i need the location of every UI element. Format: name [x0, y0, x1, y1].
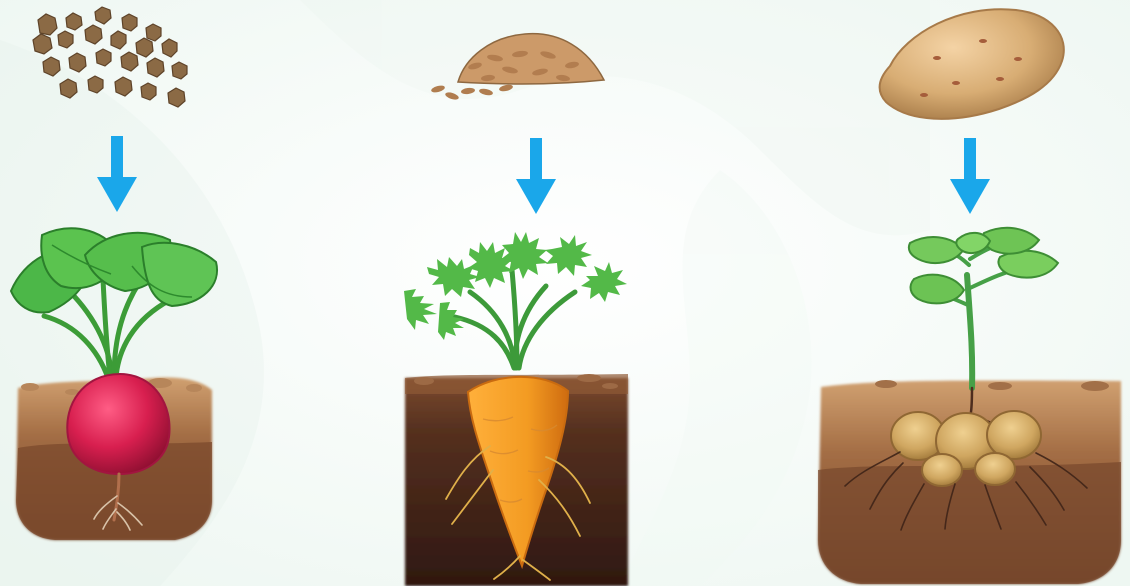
- down-arrow-icon: [964, 138, 976, 180]
- potato-soil: [818, 380, 1121, 584]
- down-arrow-icon: [111, 136, 123, 178]
- down-arrow-icon: [530, 138, 542, 180]
- radish-plant-icon: [11, 228, 217, 540]
